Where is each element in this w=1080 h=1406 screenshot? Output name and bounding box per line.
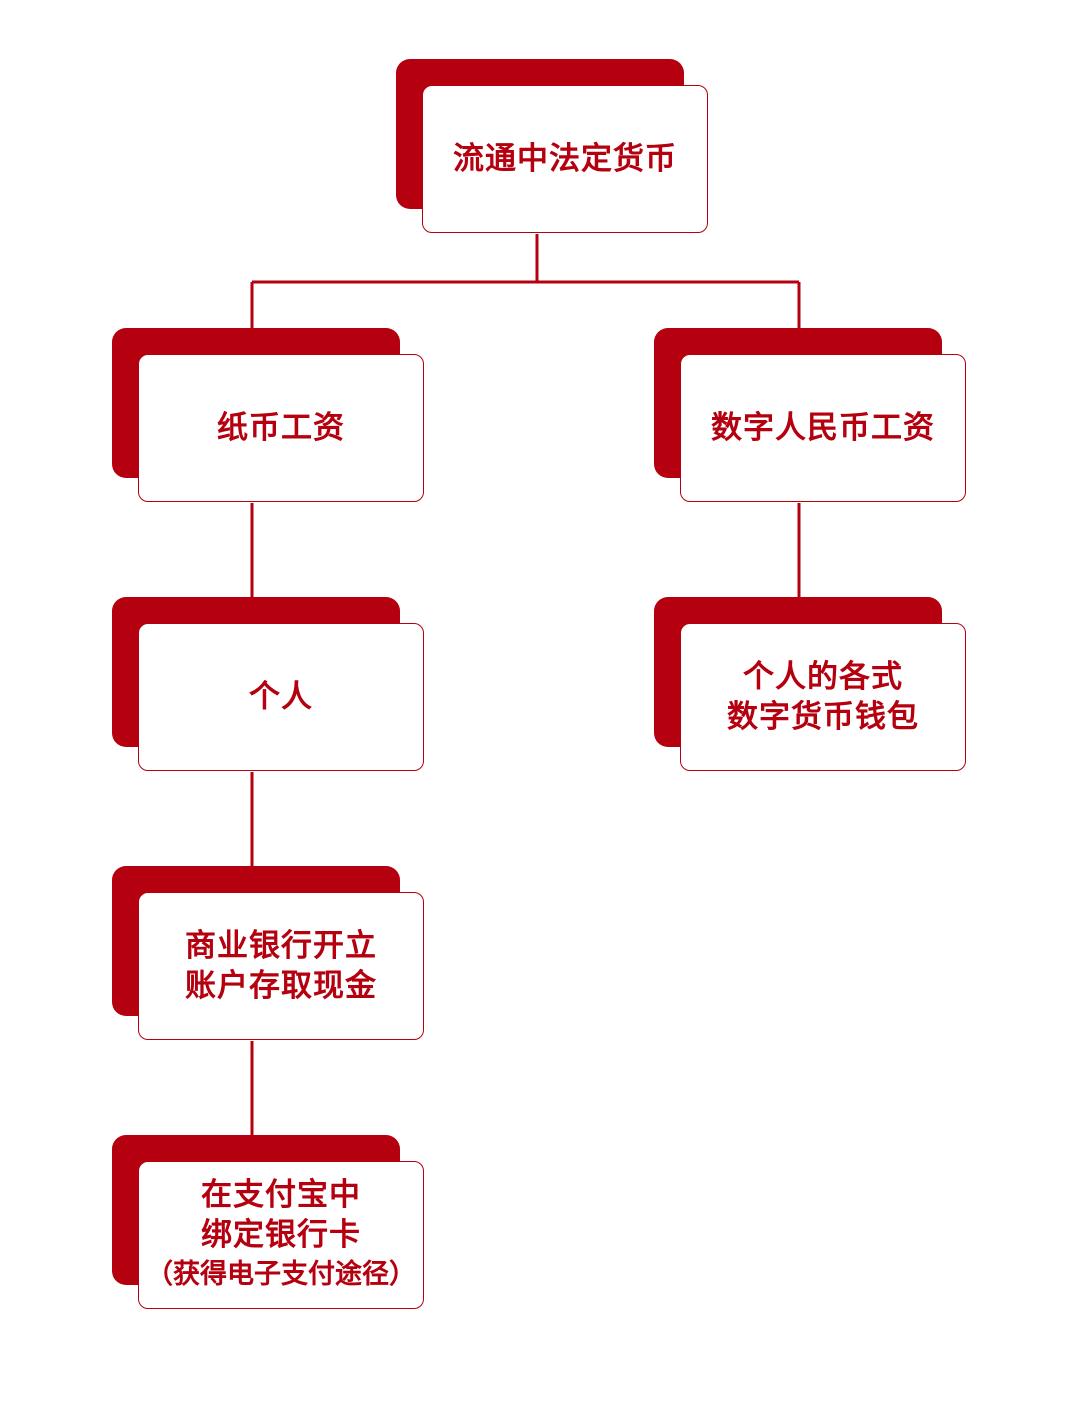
label-line: （获得电子支付途径） bbox=[146, 1259, 416, 1290]
node-card: 个人 bbox=[138, 623, 424, 771]
node-paper-salary: 纸币工资 bbox=[112, 328, 426, 504]
label-line: 在支付宝中 bbox=[201, 1177, 361, 1213]
node-label: 商业银行开立 账户存取现金 bbox=[185, 926, 377, 1006]
label-line: 个人的各式 bbox=[743, 659, 903, 695]
node-card: 商业银行开立 账户存取现金 bbox=[138, 892, 424, 1040]
label-line: 账户存取现金 bbox=[185, 968, 377, 1004]
node-label: 个人 bbox=[249, 677, 313, 717]
node-card: 在支付宝中 绑定银行卡 （获得电子支付途径） bbox=[138, 1161, 424, 1309]
node-root: 流通中法定货币 bbox=[396, 59, 710, 235]
label-line: 商业银行开立 bbox=[185, 928, 377, 964]
node-label: 纸币工资 bbox=[217, 408, 345, 448]
label-line: 绑定银行卡 bbox=[201, 1217, 361, 1253]
node-label: 个人的各式 数字货币钱包 bbox=[727, 657, 919, 737]
node-bank-account: 商业银行开立 账户存取现金 bbox=[112, 866, 426, 1042]
node-card: 个人的各式 数字货币钱包 bbox=[680, 623, 966, 771]
node-card: 数字人民币工资 bbox=[680, 354, 966, 502]
label-line: 数字人民币工资 bbox=[711, 410, 935, 446]
node-card: 纸币工资 bbox=[138, 354, 424, 502]
node-alipay-binding: 在支付宝中 绑定银行卡 （获得电子支付途径） bbox=[112, 1135, 426, 1311]
node-label: 流通中法定货币 bbox=[453, 139, 677, 179]
label-line: 流通中法定货币 bbox=[453, 141, 677, 177]
node-label: 在支付宝中 绑定银行卡 （获得电子支付途径） bbox=[146, 1175, 416, 1295]
label-line: 数字货币钱包 bbox=[727, 699, 919, 735]
node-digital-rmb-salary: 数字人民币工资 bbox=[654, 328, 968, 504]
node-individual: 个人 bbox=[112, 597, 426, 773]
node-card: 流通中法定货币 bbox=[422, 85, 708, 233]
label-line: 个人 bbox=[249, 679, 313, 715]
label-line: 纸币工资 bbox=[217, 410, 345, 446]
node-digital-wallets: 个人的各式 数字货币钱包 bbox=[654, 597, 968, 773]
node-label: 数字人民币工资 bbox=[711, 408, 935, 448]
